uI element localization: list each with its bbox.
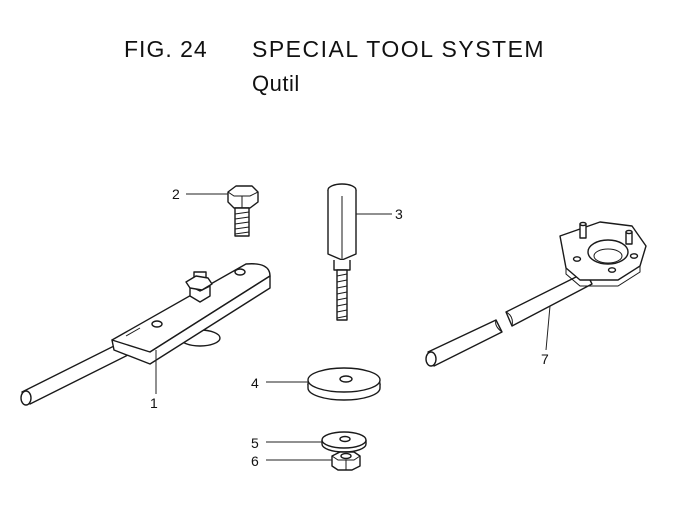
part-6-hex-nut xyxy=(331,451,361,471)
callout-7: 7 xyxy=(541,351,549,367)
figure-title: SPECIAL TOOL SYSTEM xyxy=(252,36,546,62)
part-5-small-washer xyxy=(321,431,367,453)
leader-lines xyxy=(155,193,551,461)
figure-subtitle: Qutil xyxy=(252,71,300,96)
part-3-hex-stud xyxy=(327,183,357,321)
callout-3: 3 xyxy=(395,206,403,222)
callout-4: 4 xyxy=(251,375,259,391)
part-7-holder-wrench xyxy=(425,221,647,367)
part-4-large-washer xyxy=(307,367,381,401)
part-1-bracket-tool xyxy=(20,263,271,406)
callout-6: 6 xyxy=(251,453,259,469)
callout-5: 5 xyxy=(251,435,259,451)
part-2-hex-bolt xyxy=(227,185,259,237)
figure-number: FIG. 24 xyxy=(124,36,208,62)
callout-2: 2 xyxy=(172,186,180,202)
callout-1: 1 xyxy=(150,395,158,411)
